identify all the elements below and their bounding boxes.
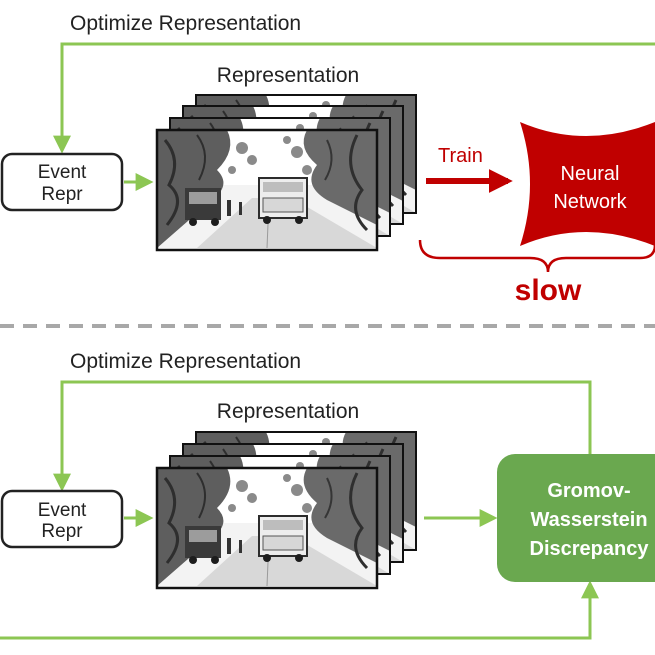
gw-line1: Gromov-	[547, 480, 630, 502]
top-representation-stack	[155, 93, 418, 252]
neural-network-block	[520, 122, 655, 246]
bottom-event-repr-line1: Event	[38, 500, 87, 521]
bottom-optimize-label: Optimize Representation	[70, 350, 301, 373]
top-event-repr-line2: Repr	[41, 184, 83, 205]
slow-brace	[418, 239, 655, 273]
top-optimize-loop-line	[53, 42, 655, 154]
bottom-event-repr-box	[0, 489, 124, 549]
top-optimize-label: Optimize Representation	[70, 12, 301, 35]
train-label: Train	[438, 145, 483, 167]
neural-network-line2: Network	[553, 191, 627, 213]
bottom-optimize-loop-line	[53, 380, 592, 492]
gw-line3: Discrepancy	[530, 538, 650, 560]
top-event-repr-box	[0, 152, 124, 212]
slow-label: slow	[515, 274, 582, 307]
gw-line2: Wasserstein	[530, 509, 647, 531]
bottom-event-repr-line2: Repr	[41, 521, 83, 542]
top-representation-label: Representation	[217, 64, 359, 87]
gw-discrepancy-box	[497, 454, 655, 582]
top-event-repr-line1: Event	[38, 162, 87, 183]
bottom-representation-label: Representation	[217, 400, 359, 423]
bottom-return-line	[0, 580, 599, 640]
neural-network-line1: Neural	[561, 163, 620, 185]
bottom-representation-stack	[155, 430, 418, 590]
